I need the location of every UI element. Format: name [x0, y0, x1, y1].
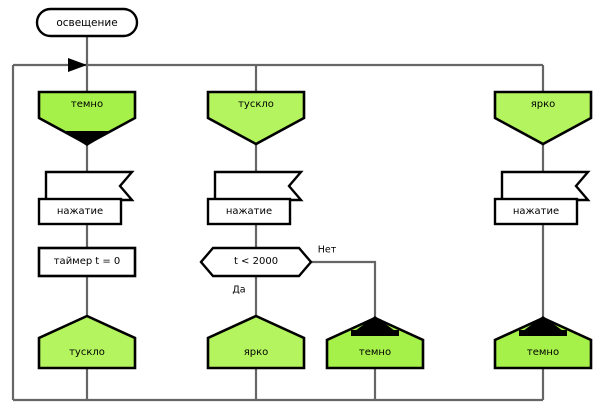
decision-timer-shape — [199, 246, 313, 278]
state-dark-bottom-no-arrow-marker — [351, 316, 399, 334]
event-press-3-box — [493, 197, 579, 226]
state-dark-bottom-no-marker-band — [351, 330, 399, 336]
state-dim-bottom-shape — [37, 314, 137, 370]
state-dim-top-shape — [206, 90, 306, 146]
event-press-1-box — [37, 197, 123, 226]
state-bright-top-shape — [493, 90, 593, 146]
event-press-2-box — [206, 197, 292, 226]
event-press-3-banner — [500, 170, 591, 202]
state-dark-bottom-right-marker-band — [519, 330, 567, 336]
connector-layer — [11, 36, 545, 402]
arrowhead-into-start-junction — [68, 58, 87, 72]
start-node-shape — [35, 7, 139, 38]
event-press-1-banner — [44, 170, 135, 202]
state-dark-bottom-right-arrow-marker — [519, 316, 567, 334]
state-bright-bottom-shape — [206, 314, 306, 370]
connector-decision-no — [305, 260, 377, 318]
action-timer-reset-shape — [37, 246, 137, 278]
state-dark-top-arrow-marker — [63, 131, 111, 146]
event-press-2-banner — [213, 170, 304, 202]
